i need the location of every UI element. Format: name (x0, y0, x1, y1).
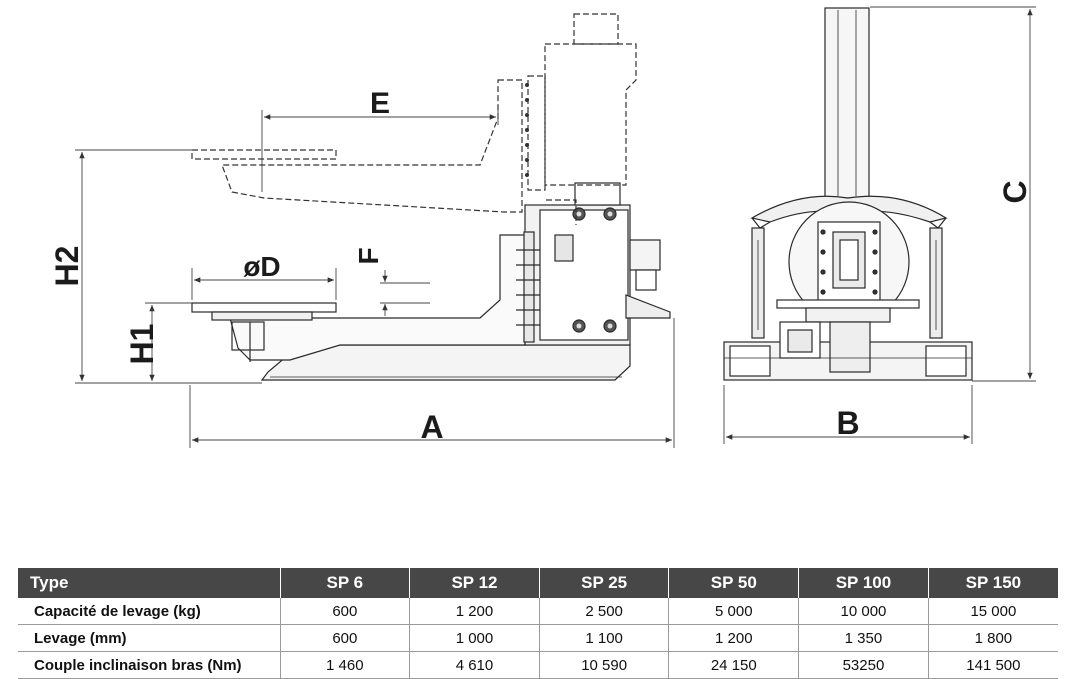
table-row: Capacité de levage (kg) 600 1 200 2 500 … (18, 598, 1058, 625)
table-cell: 141 500 (928, 651, 1058, 679)
spec-table-header-row: Type SP 6 SP 12 SP 25 SP 50 SP 100 SP 15… (18, 568, 1058, 598)
side-view (191, 182, 671, 381)
spec-table: Type SP 6 SP 12 SP 25 SP 50 SP 100 SP 15… (18, 568, 1058, 679)
positioner-technical-drawing: E øD A B C H2 H1 F (49, 6, 1036, 448)
table-cell: 600 (280, 598, 411, 625)
dimension-lines (75, 6, 1036, 448)
side-view-raised-position (191, 13, 637, 225)
header-sp150: SP 150 (928, 568, 1058, 598)
header-type: Type (18, 568, 281, 598)
table-cell: 1 460 (280, 651, 411, 679)
table-cell: 1 000 (409, 624, 540, 652)
table-cell: 1 100 (539, 624, 670, 652)
table-cell: 10 000 (798, 598, 929, 625)
table-cell: 1 350 (798, 624, 929, 652)
table-cell: 15 000 (928, 598, 1058, 625)
table-cell: 4 610 (409, 651, 540, 679)
table-cell: 10 590 (539, 651, 670, 679)
table-cell: 2 500 (539, 598, 670, 625)
table-cell: 1 200 (409, 598, 540, 625)
row-label: Couple inclinaison bras (Nm) (18, 651, 281, 679)
header-sp50: SP 50 (668, 568, 800, 598)
row-label: Levage (mm) (18, 624, 281, 652)
header-sp6: SP 6 (280, 568, 411, 598)
row-label: Capacité de levage (kg) (18, 598, 281, 625)
table-cell: 53250 (798, 651, 929, 679)
dim-label-d: øD (243, 251, 280, 282)
table-row: Couple inclinaison bras (Nm) 1 460 4 610… (18, 651, 1058, 679)
table-cell: 24 150 (668, 651, 800, 679)
dim-label-c: C (997, 180, 1033, 203)
dim-label-h2: H2 (49, 246, 85, 287)
table-cell: 600 (280, 624, 411, 652)
front-view (723, 7, 973, 381)
header-sp12: SP 12 (409, 568, 540, 598)
side-view-upper-bolts (525, 83, 529, 177)
dim-label-h1: H1 (124, 324, 160, 365)
dim-label-f: F (353, 247, 384, 264)
header-sp25: SP 25 (539, 568, 670, 598)
table-row: Levage (mm) 600 1 000 1 100 1 200 1 350 … (18, 624, 1058, 652)
table-cell: 5 000 (668, 598, 800, 625)
dim-label-a: A (420, 409, 443, 445)
dim-label-b: B (836, 405, 859, 441)
dim-label-e: E (370, 87, 390, 120)
table-cell: 1 800 (928, 624, 1058, 652)
header-sp100: SP 100 (798, 568, 929, 598)
table-cell: 1 200 (668, 624, 800, 652)
